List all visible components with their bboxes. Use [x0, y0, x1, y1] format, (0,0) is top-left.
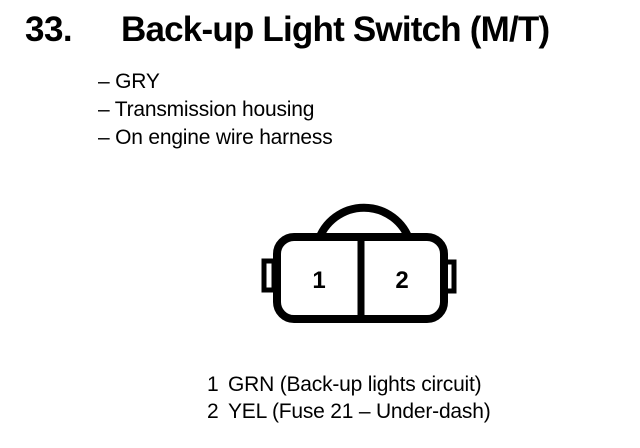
- connector-diagram: 1 2: [255, 196, 465, 336]
- item-number: 33.: [25, 10, 73, 49]
- wire-loop-arc: [314, 203, 414, 244]
- detail-wire-color: – GRY: [98, 70, 160, 93]
- connector-left-tab: [261, 258, 277, 293]
- detail-harness: – On engine wire harness: [98, 126, 333, 149]
- cavity-2-label: 2: [395, 267, 408, 294]
- legend-row-1: 1 GRN (Back-up lights circuit): [207, 371, 491, 398]
- detail-list: – GRY – Transmission housing – On engine…: [98, 68, 333, 152]
- page-title: Back-up Light Switch (M/T): [121, 10, 550, 49]
- legend-pin-description: GRN (Back-up lights circuit): [228, 373, 482, 396]
- legend-pin-description: YEL (Fuse 21 – Under-dash): [228, 400, 491, 423]
- cavity-1-label: 1: [312, 267, 325, 294]
- legend-row-2: 2 YEL (Fuse 21 – Under-dash): [207, 398, 491, 425]
- pin-legend: 1 GRN (Back-up lights circuit) 2 YEL (Fu…: [207, 371, 491, 425]
- legend-pin-number: 1: [207, 373, 219, 396]
- legend-pin-number: 2: [207, 400, 219, 423]
- detail-location: – Transmission housing: [98, 98, 315, 121]
